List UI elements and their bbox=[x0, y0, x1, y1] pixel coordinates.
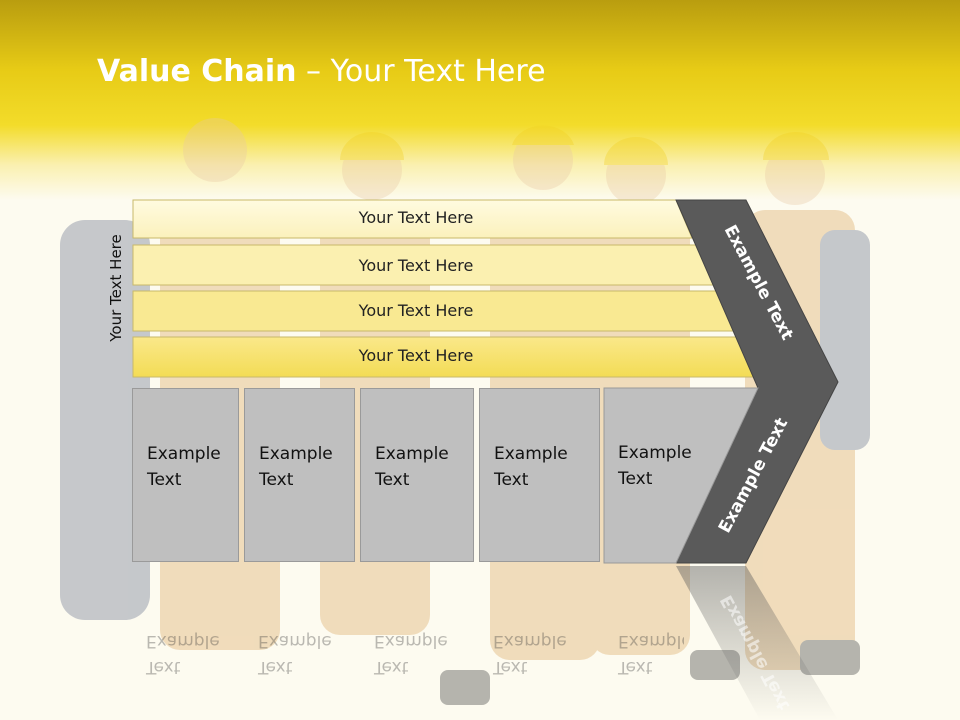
box-3-line2: Text bbox=[375, 470, 410, 490]
side-label: Your Text Here bbox=[107, 234, 125, 342]
box-4-line2: Text bbox=[494, 470, 529, 490]
box-1-line1: Example bbox=[147, 444, 221, 464]
page-title: Value Chain – Your Text Here bbox=[97, 54, 546, 89]
box-2-line2: Text bbox=[259, 470, 294, 490]
header-band bbox=[0, 0, 960, 200]
box-4-line1: Example bbox=[494, 444, 568, 464]
box-5-line2: Text bbox=[618, 469, 653, 489]
box-5-line1: Example bbox=[618, 443, 692, 463]
box-5-shape bbox=[603, 387, 759, 564]
box-3-line1: Example bbox=[375, 444, 449, 464]
bar-2-label: Your Text Here bbox=[358, 256, 474, 275]
title-bold: Value Chain bbox=[97, 54, 297, 89]
title-rest: – Your Text Here bbox=[296, 54, 546, 89]
box-2-line1: Example bbox=[259, 444, 333, 464]
box-1-line2: Text bbox=[147, 470, 182, 490]
bar-3-label: Your Text Here bbox=[358, 301, 474, 320]
bar-1-label: Your Text Here bbox=[358, 208, 474, 227]
bar-4-label: Your Text Here bbox=[358, 346, 474, 365]
bar-1 bbox=[132, 199, 693, 239]
chevron-reflection bbox=[676, 566, 838, 720]
